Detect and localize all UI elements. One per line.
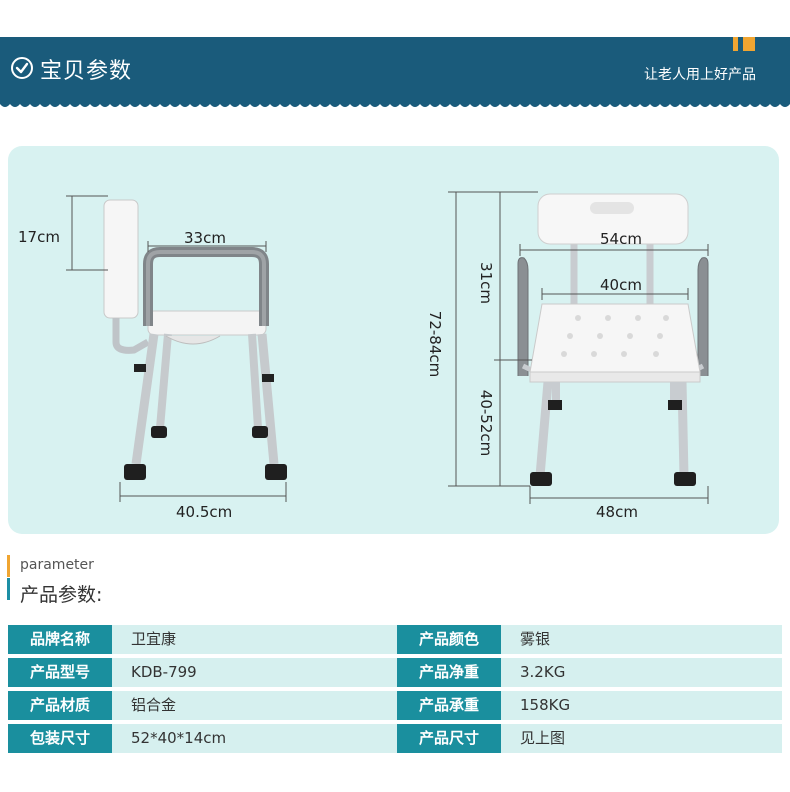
side-seat-width-label: 33cm xyxy=(184,229,226,247)
accent-bar xyxy=(743,37,755,51)
side-view-chair xyxy=(103,199,287,480)
banner-title: 宝贝参数 xyxy=(40,59,133,84)
spec-label: 产品净重 xyxy=(397,658,501,687)
spec-label: 产品承重 xyxy=(397,691,501,720)
spec-row: 包装尺寸 52*40*14cm 产品尺寸 见上图 xyxy=(8,724,782,753)
spec-row: 产品型号 KDB-799 产品净重 3.2KG xyxy=(8,658,782,687)
spec-value: 52*40*14cm xyxy=(131,729,227,747)
front-total-height-label: 72-84cm xyxy=(426,310,444,378)
front-seat-height-label: 40-52cm xyxy=(477,389,495,457)
front-base-width-label: 48cm xyxy=(596,503,638,521)
spec-row: 产品材质 铝合金 产品承重 158KG xyxy=(8,691,782,720)
spec-value: KDB-799 xyxy=(131,663,197,681)
front-back-width-label: 54cm xyxy=(600,230,642,248)
header-banner xyxy=(0,37,790,104)
param-heading-cn: 产品参数: xyxy=(20,584,103,606)
spec-label: 产品型号 xyxy=(8,658,112,687)
side-base-depth-label: 40.5cm xyxy=(176,503,233,521)
check-circle-icon xyxy=(11,57,33,79)
chair-diagram xyxy=(66,191,709,504)
side-dimension-lines xyxy=(66,195,287,502)
spec-label: 产品尺寸 xyxy=(397,724,501,753)
spec-label: 产品材质 xyxy=(8,691,112,720)
dimension-panel: 17cm 33cm 40.5cm 54cm 40cm 48cm 31cm 72-… xyxy=(8,146,779,534)
spec-row: 品牌名称 卫宜康 产品颜色 雾银 xyxy=(8,625,782,654)
param-accent-bar-yellow xyxy=(7,555,10,577)
param-accent-bar-teal xyxy=(7,578,10,600)
front-dimension-lines xyxy=(448,191,709,504)
spec-value: 见上图 xyxy=(520,729,566,747)
spec-value: 3.2KG xyxy=(520,663,566,681)
spec-value: 158KG xyxy=(520,696,571,714)
banner-slogan: 让老人用上好产品 xyxy=(644,67,756,83)
front-back-height-label: 31cm xyxy=(477,262,495,304)
accent-bar xyxy=(733,37,738,51)
front-view-chair xyxy=(517,193,709,486)
param-heading-en: parameter xyxy=(20,557,94,573)
side-back-height-label: 17cm xyxy=(18,228,60,246)
spec-table: 品牌名称 卫宜康 产品颜色 雾银 产品型号 KDB-799 产品净重 3.2KG… xyxy=(8,625,782,757)
spec-label: 产品颜色 xyxy=(397,625,501,654)
front-seat-width-label: 40cm xyxy=(600,276,642,294)
spec-value: 雾银 xyxy=(520,630,551,648)
spec-value: 铝合金 xyxy=(131,696,177,714)
spec-label: 包装尺寸 xyxy=(8,724,112,753)
spec-value: 卫宜康 xyxy=(131,630,177,648)
spec-label: 品牌名称 xyxy=(8,625,112,654)
banner-wave-border xyxy=(0,100,790,107)
